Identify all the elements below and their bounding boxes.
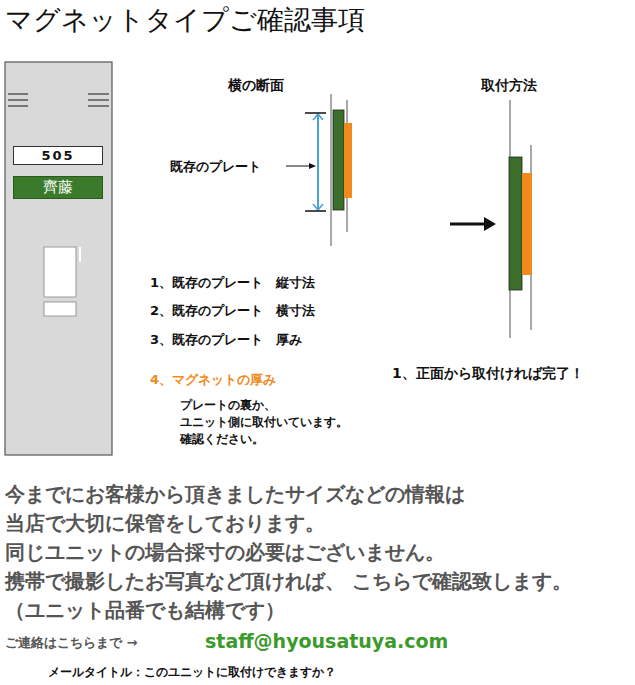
direction-arrow — [450, 217, 496, 231]
method-heading: 取付方法 — [481, 77, 537, 95]
slot-box — [44, 302, 76, 316]
check-item: 2、既存のプレート 横寸法 — [150, 302, 315, 320]
email-address: staff@hyousatuya.com — [205, 630, 448, 652]
node-text: 齊藤 — [43, 178, 73, 197]
intercom-box — [44, 247, 76, 297]
vent-lines — [8, 94, 109, 106]
unit-panel — [5, 62, 112, 455]
contact-lead: ご連絡はこちらまで → — [5, 634, 137, 652]
finish-note: 1、正面から取付ければ完了！ — [392, 365, 584, 383]
mounted-section — [509, 100, 532, 338]
room-number-box: 505 — [13, 146, 103, 165]
check-item: 1、既存のプレート 縦寸法 — [150, 274, 315, 292]
cross-section — [286, 94, 352, 246]
check-note: プレートの裏か、 ユニット側に取付いています。 確認ください。 — [180, 397, 390, 448]
intercom-mark — [79, 247, 81, 262]
section-heading: 横の断面 — [228, 77, 284, 95]
node-text: 505 — [41, 148, 74, 163]
mail-subject: メールタイトル：このユニットに取付けできますか？ — [48, 664, 336, 681]
page-title: マグネットタイプご確認事項 — [5, 2, 365, 38]
check-item: 4、マグネットの厚み — [150, 371, 276, 389]
name-plate: 齊藤 — [13, 176, 103, 199]
plate-callout: 既存のプレート — [170, 158, 261, 176]
check-item: 3、既存のプレート 厚み — [150, 331, 302, 349]
info-paragraph: 今までにお客様から頂きましたサイズなどの情報は 当店で大切に保管をしております。… — [5, 480, 585, 625]
